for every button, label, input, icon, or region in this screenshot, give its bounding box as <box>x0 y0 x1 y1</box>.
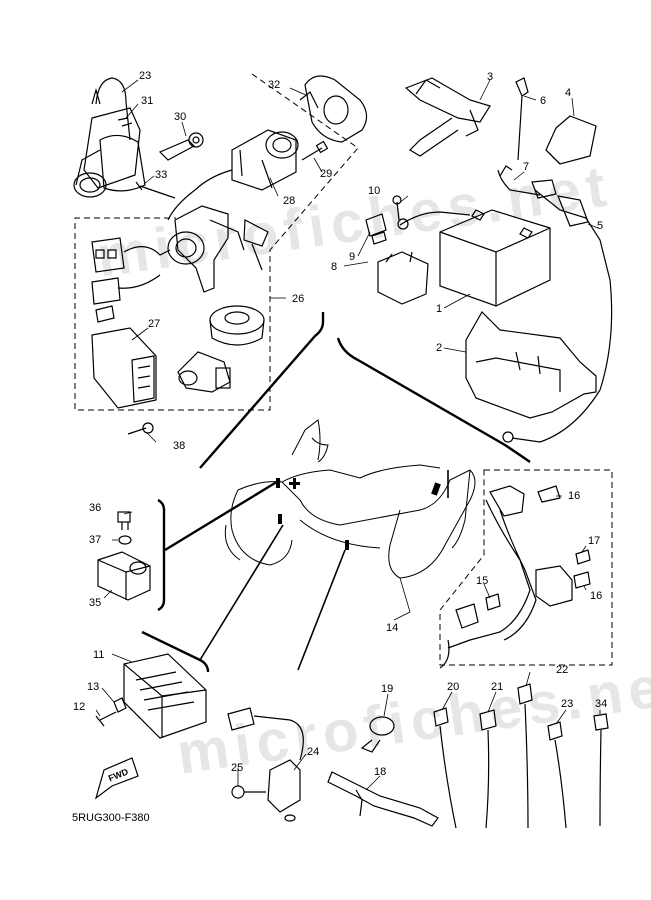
callout-3: 3 <box>487 71 494 83</box>
callout-32: 32 <box>268 79 281 91</box>
callout-9: 9 <box>349 251 356 263</box>
part-24-sensor <box>227 707 304 822</box>
part-32-cover <box>299 75 368 143</box>
reference-code: 5RUG300-F380 <box>72 812 150 824</box>
part-34-cable-tie <box>593 713 609 827</box>
part-16-connector-bottom <box>573 571 591 589</box>
callout-30: 30 <box>174 111 187 123</box>
harness-group-box <box>439 469 613 666</box>
callout-24: 24 <box>307 746 320 758</box>
part-19-clamp <box>360 716 395 753</box>
callout-1: 1 <box>436 303 443 315</box>
callout-27: 27 <box>148 318 161 330</box>
callout-26: 26 <box>292 293 305 305</box>
callout-31: 31 <box>141 95 154 107</box>
harness-connector-markers <box>276 478 441 550</box>
bracket-lines <box>141 312 531 673</box>
part-29-screw <box>301 140 329 161</box>
callout-34: 34 <box>595 698 608 710</box>
callout-17: 17 <box>588 535 601 547</box>
part-12-bolt <box>95 711 117 727</box>
callout-15: 15 <box>476 575 489 587</box>
part-10-bolt <box>392 195 402 221</box>
callout-37: 37 <box>89 534 102 546</box>
part-35-relay <box>97 551 151 601</box>
part-13-collar <box>113 697 127 713</box>
callout-18: 18 <box>374 766 387 778</box>
part-14-wire-harness <box>439 485 573 669</box>
part-2-battery-box <box>465 311 597 419</box>
callout-12: 12 <box>73 701 86 713</box>
callout-13: 13 <box>87 681 100 693</box>
part-20-cable-tie <box>433 707 457 829</box>
part-22-cable-tie <box>517 683 533 829</box>
part-25-screw <box>231 785 266 799</box>
part-18-clamp <box>327 771 439 827</box>
part-8-starter-relay <box>377 251 429 305</box>
part-6-cable-tie <box>515 77 529 161</box>
callout-14: 14 <box>386 622 399 634</box>
callout-leaders <box>95 79 601 791</box>
part-11-rectifier-regulator <box>123 653 207 739</box>
fwd-arrow <box>94 757 139 800</box>
part-38-screw <box>127 422 154 435</box>
callout-21: 21 <box>491 681 504 693</box>
part-16-connector-top <box>537 485 561 503</box>
callout-20: 20 <box>447 681 460 693</box>
callout-8: 8 <box>331 261 338 273</box>
callout-16-bottom: 16 <box>590 590 603 602</box>
callout-16-top: 16 <box>568 490 581 502</box>
part-23-band <box>91 77 131 141</box>
part-15-connector <box>485 593 501 611</box>
part-9-fuse <box>365 213 387 245</box>
part-28-ignition-switch <box>167 129 299 221</box>
callout-38: 38 <box>173 440 186 452</box>
part-21-cable-tie <box>479 709 497 829</box>
callout-28: 28 <box>283 195 296 207</box>
part-37-washer <box>118 535 132 545</box>
callout-25: 25 <box>231 762 244 774</box>
callout-2: 2 <box>436 342 443 354</box>
part-7-terminal <box>499 165 557 199</box>
part-36-bolt <box>117 511 131 530</box>
part-26-seat-lock <box>177 351 231 393</box>
callout-5: 5 <box>597 220 604 232</box>
part-30-key <box>158 132 204 161</box>
part-26-main-switch-assy <box>91 205 269 323</box>
callout-33: 33 <box>155 169 168 181</box>
callout-11: 11 <box>93 649 105 661</box>
callout-29: 29 <box>320 168 333 180</box>
part-31-cylinder-housing <box>73 107 146 198</box>
part-4-battery-cover <box>545 115 597 165</box>
part-3-bracket <box>404 77 491 157</box>
callout-7: 7 <box>523 161 530 173</box>
part-5-battery-leads <box>397 169 613 443</box>
part-23-cable-tie <box>547 721 567 829</box>
center-leader-lines <box>199 470 449 671</box>
part-1-battery <box>439 209 551 307</box>
part-33-bolt <box>135 181 176 199</box>
callout-19: 19 <box>381 683 394 695</box>
callout-4: 4 <box>565 87 572 99</box>
callout-36: 36 <box>89 502 102 514</box>
callout-6: 6 <box>540 95 547 107</box>
part-17-connector <box>575 549 591 565</box>
callout-23-top: 23 <box>139 70 152 82</box>
callout-10: 10 <box>368 185 381 197</box>
part-26-cap <box>209 305 265 346</box>
motorcycle-outline <box>224 419 476 579</box>
ignition-group-box <box>74 73 359 411</box>
part-27-cdi-unit <box>91 327 157 409</box>
callout-35: 35 <box>89 597 102 609</box>
callout-22: 22 <box>556 664 569 676</box>
callout-23-bottom: 23 <box>561 698 574 710</box>
